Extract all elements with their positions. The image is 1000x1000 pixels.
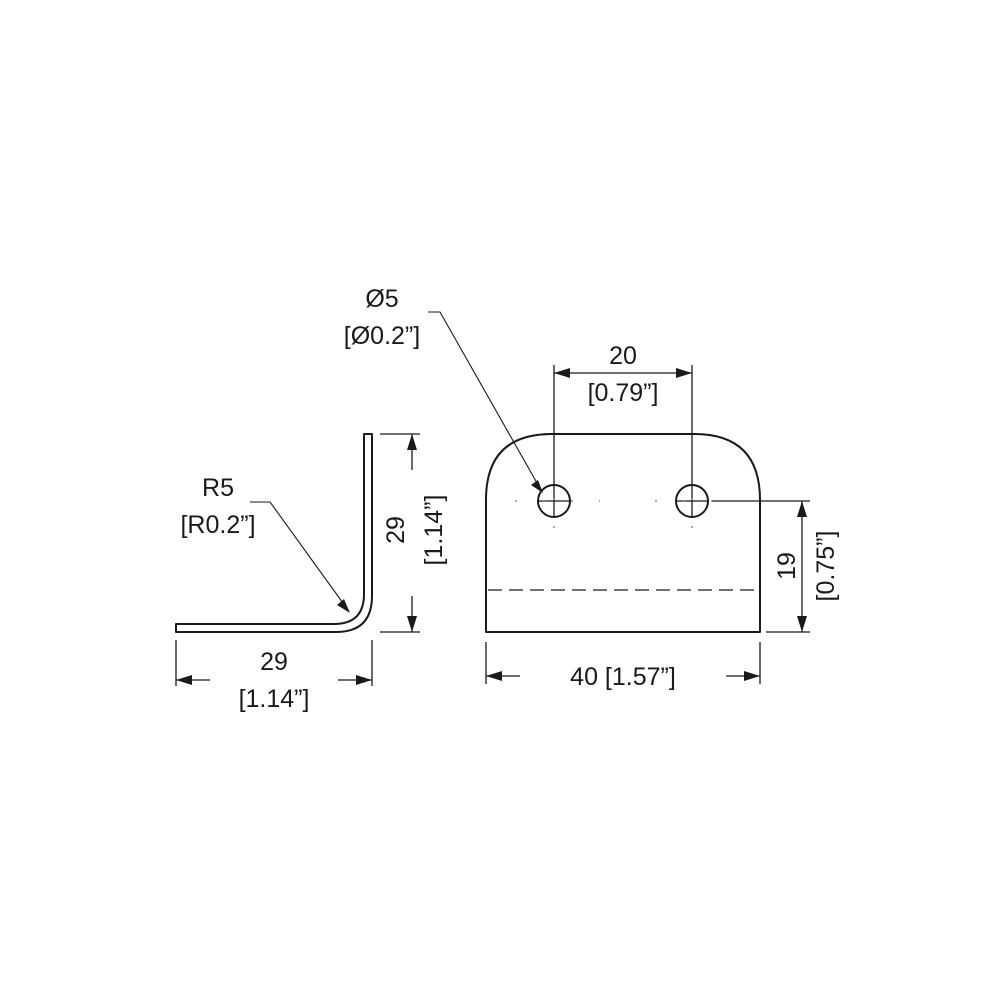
width-label: 29	[260, 648, 288, 676]
width-label-inches: [1.14”]	[239, 685, 310, 713]
height-label-inches: [1.14”]	[420, 495, 448, 566]
spacing-arrow-right	[676, 368, 692, 378]
spacing-arrow-left	[554, 368, 570, 378]
height-arrow-bottom	[407, 616, 417, 632]
l-bracket-profile	[175, 433, 373, 633]
hole-height-arrow-top	[797, 501, 807, 517]
radius-arrowhead	[337, 599, 350, 613]
overall-width-label: 40 [1.57”]	[570, 663, 676, 691]
width-arrow-right	[356, 675, 372, 685]
hole-leader-arrowhead	[531, 480, 543, 493]
radius-leader-line	[250, 501, 349, 611]
hole-height-label-inches: [0.75”]	[812, 531, 840, 602]
hole-label-inches: [Ø0.2”]	[344, 322, 420, 350]
height-label: 29	[382, 516, 410, 544]
front-view: Ø5 [Ø0.2”] 20 [0.79”] 19 [0.75”] 40 [1.5…	[344, 285, 840, 691]
overall-arrow-right	[744, 671, 760, 681]
hole-height-arrow-bottom	[797, 616, 807, 632]
overall-arrow-left	[486, 671, 502, 681]
spacing-label: 20	[609, 342, 637, 370]
side-view: R5 [R0.2”] 29 [1.14”] 29 [1.14”]	[175, 433, 448, 713]
hole-label: Ø5	[365, 285, 398, 313]
radius-label: R5	[202, 474, 234, 502]
plate-outline	[485, 433, 761, 633]
spacing-label-inches: [0.79”]	[588, 379, 659, 407]
hole-height-label: 19	[773, 552, 801, 580]
hole-leader-line	[428, 311, 542, 491]
radius-label-inches: [R0.2”]	[180, 511, 255, 539]
width-arrow-left	[176, 675, 192, 685]
height-arrow-top	[407, 434, 417, 450]
